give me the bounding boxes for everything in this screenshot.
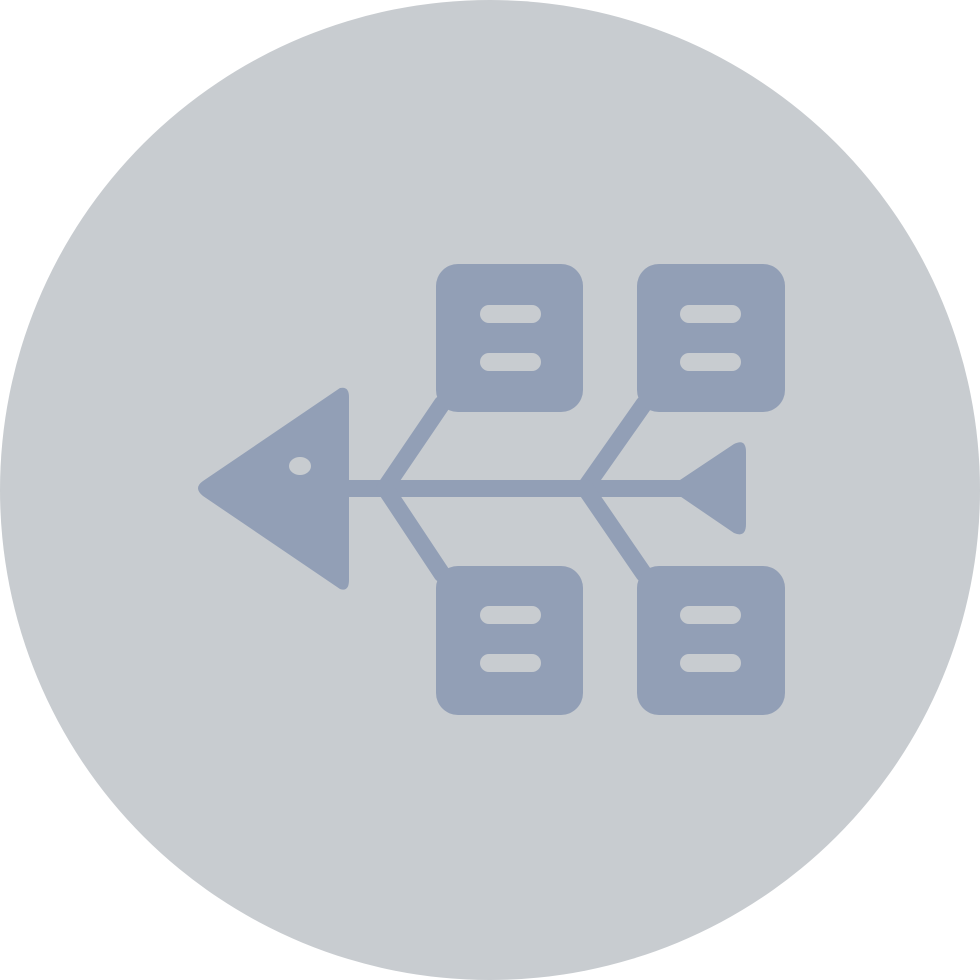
cause-box-top-right [637,264,785,412]
box-line-icon [680,654,741,672]
box-line-icon [680,305,741,323]
box-line-icon [480,305,541,323]
box-line-icon [480,654,541,672]
box-line-icon [680,353,741,371]
fishbone-bones [376,395,653,583]
box-line-icon [680,606,741,624]
fish-eye-icon [289,457,311,475]
box-line-icon [480,606,541,624]
fishbone-spine [330,480,690,497]
bone-upper-left [376,395,451,497]
fish-head-icon [198,387,349,590]
bone-upper-right [576,395,653,497]
bone-lower-left [376,479,451,583]
fish-tail-icon [668,442,746,535]
box-line-icon [480,353,541,371]
cause-box-bottom-left [436,566,583,715]
fishbone-glyph [198,264,785,715]
cause-box-top-left [436,264,583,412]
bone-lower-right [576,479,653,583]
cause-box-bottom-right [637,566,785,715]
